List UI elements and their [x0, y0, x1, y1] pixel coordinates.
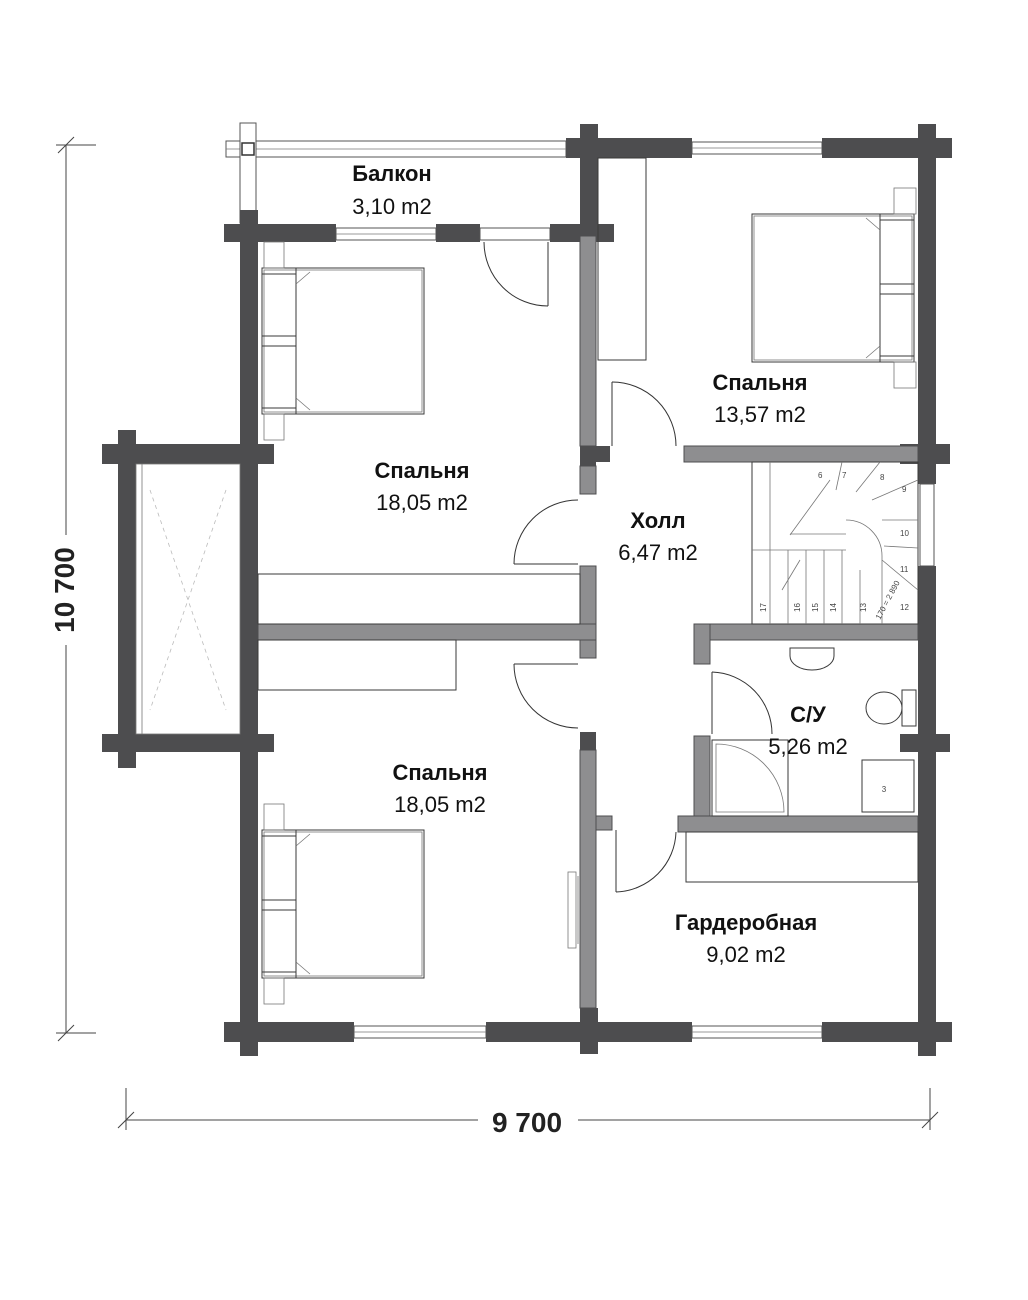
room-name-balcony: Балкон	[352, 161, 431, 186]
room-area-bathroom: 5,26 m2	[768, 734, 848, 759]
staircase: 6 7 8 9 10 11 12 13 14 15 16 17 170 = 2 …	[751, 461, 919, 625]
bed-sw	[261, 803, 425, 1005]
room-area-hall: 6,47 m2	[618, 540, 698, 565]
bed-ne	[751, 187, 917, 389]
room-area-balcony: 3,10 m2	[352, 194, 432, 219]
stair-step-number: 17	[759, 603, 768, 612]
stair-step-number: 12	[900, 603, 909, 612]
stair-step-number: 7	[842, 471, 847, 480]
stair-step-number: 16	[793, 603, 802, 612]
doors	[483, 241, 773, 893]
room-area-bedroom-ne: 13,57 m2	[714, 402, 806, 427]
stair-step-number: 15	[811, 603, 820, 612]
stair-step-number: 9	[902, 485, 907, 494]
interior-walls	[257, 235, 919, 1009]
dimension-width-label: 9 700	[492, 1107, 562, 1138]
stair-step-number: 14	[829, 603, 838, 612]
built-in-cabinets	[257, 157, 919, 949]
exterior-walls	[102, 124, 952, 1056]
room-name-hall: Холл	[630, 508, 685, 533]
room-name-wardrobe: Гардеробная	[675, 910, 817, 935]
room-name-bedroom-nw: Спальня	[374, 458, 469, 483]
dimension-horizontal: 9 700	[117, 1088, 939, 1138]
stair-step-number: 6	[818, 471, 823, 480]
room-name-bedroom-ne: Спальня	[712, 370, 807, 395]
dimension-vertical: 10 700	[44, 136, 96, 1042]
room-name-bedroom-sw: Спальня	[392, 760, 487, 785]
stair-step-number: 13	[859, 603, 868, 612]
fixture-label: 3	[882, 785, 887, 794]
room-area-bedroom-nw: 18,05 m2	[376, 490, 468, 515]
dimension-height-label: 10 700	[49, 547, 80, 633]
room-area-wardrobe: 9,02 m2	[706, 942, 786, 967]
room-area-bedroom-sw: 18,05 m2	[394, 792, 486, 817]
stair-step-number: 10	[900, 529, 909, 538]
bay-glazing	[135, 463, 241, 735]
stair-step-number: 11	[900, 565, 909, 574]
bed-nw	[261, 241, 425, 441]
bathroom-fixtures: 3	[711, 647, 917, 817]
room-labels: Балкон 3,10 m2 Спальня 13,57 m2 Спальня …	[352, 161, 848, 967]
stair-note: 170 = 2 890	[874, 579, 902, 621]
room-name-bathroom: С/У	[790, 702, 826, 727]
stair-step-number: 8	[880, 473, 885, 482]
